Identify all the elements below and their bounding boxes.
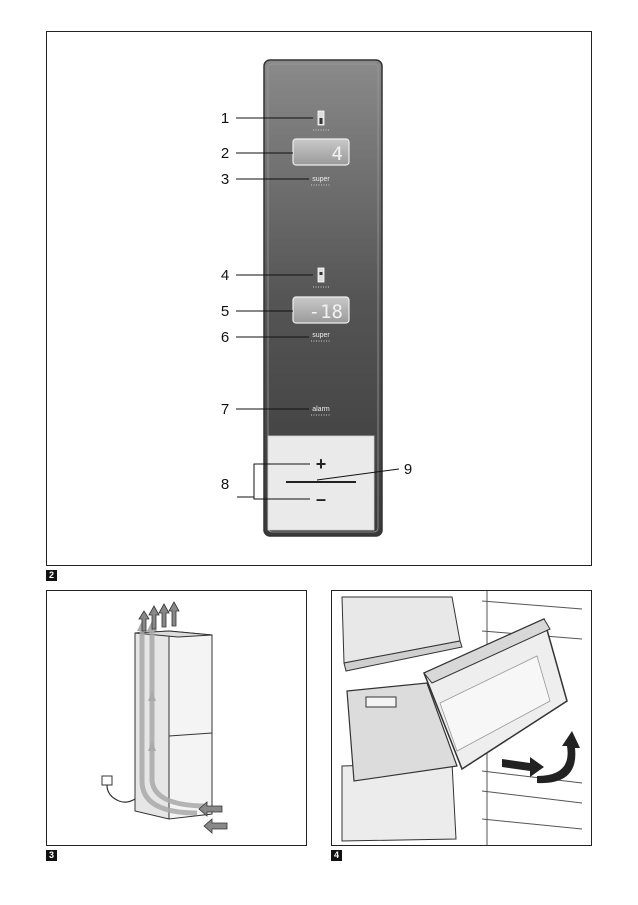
drawer-illustration bbox=[341, 591, 583, 845]
control-panel-illustration: 4 super -18 super alarm + – bbox=[221, 59, 412, 537]
freezer-display-box bbox=[292, 296, 350, 324]
callout-6: 6 bbox=[221, 329, 229, 346]
plus-key-label: + bbox=[316, 454, 327, 474]
figure-2-number: 2 bbox=[46, 570, 57, 581]
callout-4: 4 bbox=[221, 267, 229, 284]
figure-4-number: 4 bbox=[331, 850, 342, 861]
callout-9: 9 bbox=[404, 461, 412, 478]
figure-4-frame bbox=[331, 590, 592, 846]
alarm-label: alarm bbox=[312, 406, 330, 413]
callout-2: 2 bbox=[221, 145, 229, 162]
callout-5: 5 bbox=[221, 303, 229, 320]
figure-3-frame bbox=[46, 590, 307, 846]
fridge-display-value: 4 bbox=[332, 143, 343, 165]
fridge-super-label: super bbox=[312, 176, 330, 183]
callout-7: 7 bbox=[221, 401, 229, 418]
freezer-super-label: super bbox=[312, 332, 330, 339]
callout-3: 3 bbox=[221, 171, 229, 188]
callout-8: 8 bbox=[221, 476, 229, 493]
figure-2-frame: 4 super -18 super alarm + – bbox=[46, 31, 592, 566]
freezer-display-value: -18 bbox=[309, 301, 343, 323]
ventilation-illustration bbox=[101, 601, 228, 834]
minus-key-label: – bbox=[316, 489, 326, 509]
callout-1: 1 bbox=[221, 110, 229, 127]
figure-3-number: 3 bbox=[46, 850, 57, 861]
fridge-display-box bbox=[292, 138, 350, 166]
